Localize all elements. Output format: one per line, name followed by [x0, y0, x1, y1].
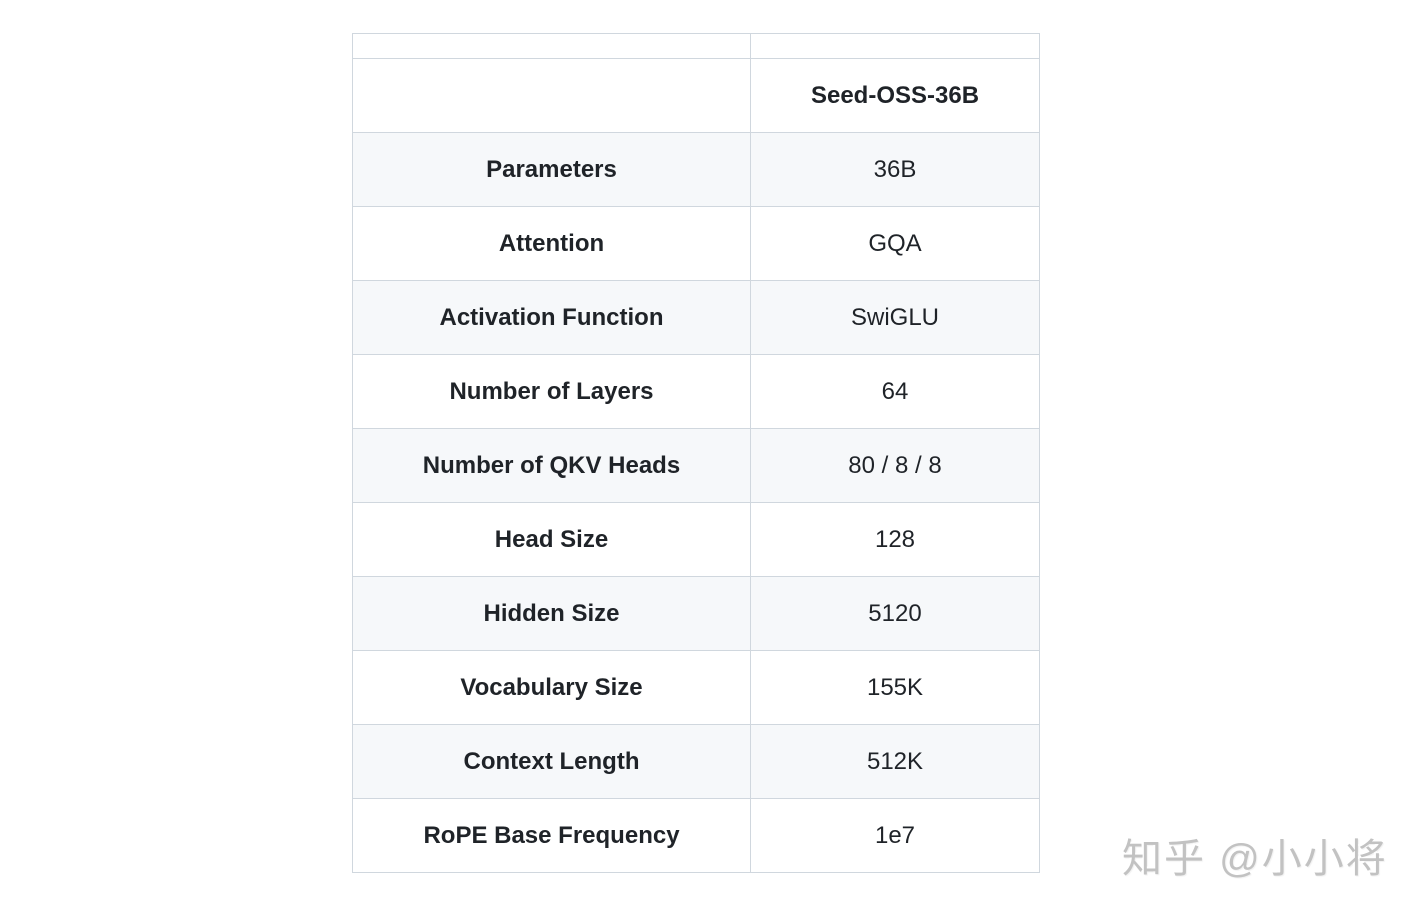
table-row-rope-base-frequency: RoPE Base Frequency 1e7 — [352, 798, 1040, 873]
spacer-cell-right — [750, 33, 1040, 59]
table-spacer-row — [352, 33, 1040, 59]
row-value: 155K — [750, 650, 1040, 725]
table-row-parameters: Parameters 36B — [352, 132, 1040, 207]
row-value: 64 — [750, 354, 1040, 429]
header-cell-empty — [352, 58, 751, 133]
row-label: Number of QKV Heads — [352, 428, 751, 503]
row-label: Context Length — [352, 724, 751, 799]
table-row-context-length: Context Length 512K — [352, 724, 1040, 799]
row-label: RoPE Base Frequency — [352, 798, 751, 873]
model-spec-table: Seed-OSS-36B Parameters 36B Attention GQ… — [352, 33, 1040, 873]
row-value: 5120 — [750, 576, 1040, 651]
row-label: Hidden Size — [352, 576, 751, 651]
row-value: 80 / 8 / 8 — [750, 428, 1040, 503]
row-label: Parameters — [352, 132, 751, 207]
row-value: 512K — [750, 724, 1040, 799]
table-row-number-of-layers: Number of Layers 64 — [352, 354, 1040, 429]
row-value: 128 — [750, 502, 1040, 577]
table-row-number-of-qkv-heads: Number of QKV Heads 80 / 8 / 8 — [352, 428, 1040, 503]
row-label: Head Size — [352, 502, 751, 577]
header-cell-model-name: Seed-OSS-36B — [750, 58, 1040, 133]
row-label: Activation Function — [352, 280, 751, 355]
table-row-activation-function: Activation Function SwiGLU — [352, 280, 1040, 355]
row-label: Attention — [352, 206, 751, 281]
table-row-hidden-size: Hidden Size 5120 — [352, 576, 1040, 651]
table-header-row: Seed-OSS-36B — [352, 58, 1040, 133]
table-row-vocabulary-size: Vocabulary Size 155K — [352, 650, 1040, 725]
row-value: SwiGLU — [750, 280, 1040, 355]
row-value: 36B — [750, 132, 1040, 207]
table-row-attention: Attention GQA — [352, 206, 1040, 281]
table-row-head-size: Head Size 128 — [352, 502, 1040, 577]
spacer-cell-left — [352, 33, 751, 59]
row-label: Number of Layers — [352, 354, 751, 429]
row-value: GQA — [750, 206, 1040, 281]
row-label: Vocabulary Size — [352, 650, 751, 725]
row-value: 1e7 — [750, 798, 1040, 873]
zhihu-watermark: 知乎 @小小将 — [1122, 837, 1388, 881]
model-spec-table-container: Seed-OSS-36B Parameters 36B Attention GQ… — [352, 33, 1040, 873]
